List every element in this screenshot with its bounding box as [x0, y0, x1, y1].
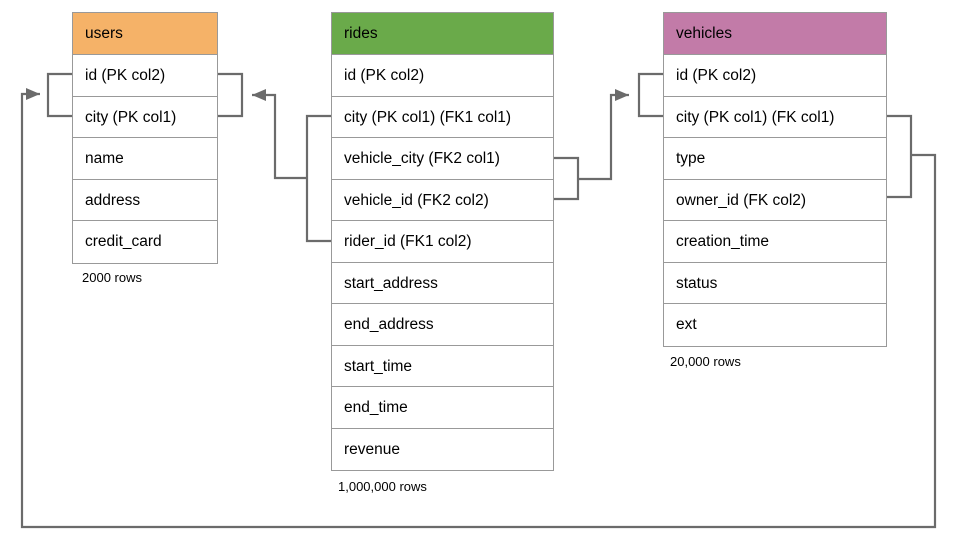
table-rides[interactable]: rides id (PK col2) city (PK col1) (FK1 c… [331, 12, 554, 471]
table-rides-row-count: 1,000,000 rows [338, 479, 427, 494]
table-rides-column-start-address[interactable]: start_address [332, 262, 553, 304]
vehicles-to-users-loop [20, 92, 937, 529]
table-rides-header: rides [332, 13, 553, 55]
table-users-row-count: 2000 rows [82, 270, 142, 285]
table-users-column-city[interactable]: city (PK col1) [73, 96, 217, 138]
users-right-bracket [218, 72, 244, 118]
rides-to-vehicles-line [578, 93, 629, 181]
table-vehicles[interactable]: vehicles id (PK col2) city (PK col1) (FK… [663, 12, 887, 347]
table-rides-column-id[interactable]: id (PK col2) [332, 55, 553, 97]
vehicles-right-bracket [887, 114, 913, 199]
table-users-column-address[interactable]: address [73, 179, 217, 221]
vehicles-left-bracket [637, 72, 663, 118]
table-rides-column-vehicle-id[interactable]: vehicle_id (FK2 col2) [332, 179, 553, 221]
table-vehicles-header: vehicles [664, 13, 886, 55]
table-vehicles-column-ext[interactable]: ext [664, 304, 886, 346]
table-users-column-credit-card[interactable]: credit_card [73, 221, 217, 263]
table-rides-column-rider-id[interactable]: rider_id (FK1 col2) [332, 221, 553, 263]
rides-left-bracket [305, 114, 331, 243]
rides-to-users-arrowhead [252, 89, 266, 101]
users-left-bracket [46, 72, 72, 118]
table-users[interactable]: users id (PK col2) city (PK col1) name a… [72, 12, 218, 264]
table-rides-column-revenue[interactable]: revenue [332, 428, 553, 470]
table-users-column-name[interactable]: name [73, 138, 217, 180]
table-vehicles-column-id[interactable]: id (PK col2) [664, 55, 886, 97]
table-vehicles-row-count: 20,000 rows [670, 354, 741, 369]
table-users-header: users [73, 13, 217, 55]
table-vehicles-column-owner-id[interactable]: owner_id (FK col2) [664, 179, 886, 221]
table-users-column-id[interactable]: id (PK col2) [73, 55, 217, 97]
table-rides-column-vehicle-city[interactable]: vehicle_city (FK2 col1) [332, 138, 553, 180]
table-rides-column-end-time[interactable]: end_time [332, 387, 553, 429]
table-rides-column-end-address[interactable]: end_address [332, 304, 553, 346]
table-vehicles-column-type[interactable]: type [664, 138, 886, 180]
table-vehicles-column-city[interactable]: city (PK col1) (FK col1) [664, 96, 886, 138]
rides-to-vehicles-arrowhead [615, 89, 629, 101]
table-rides-column-start-time[interactable]: start_time [332, 345, 553, 387]
table-rides-column-city[interactable]: city (PK col1) (FK1 col1) [332, 96, 553, 138]
table-vehicles-column-creation-time[interactable]: creation_time [664, 221, 886, 263]
rides-to-users-line [252, 93, 307, 180]
rides-right-bracket [554, 156, 580, 201]
vehicles-to-users-arrowhead [26, 88, 40, 100]
table-vehicles-column-status[interactable]: status [664, 262, 886, 304]
